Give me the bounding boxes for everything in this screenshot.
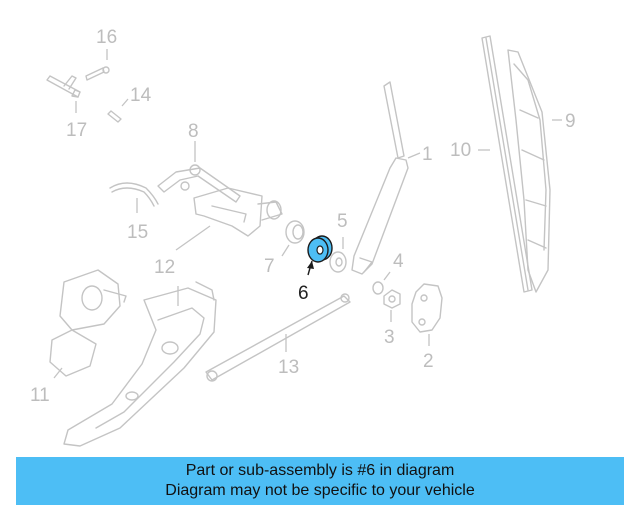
callout-4: 4 bbox=[393, 251, 404, 272]
part-3-nut bbox=[383, 289, 401, 322]
part-4-washer bbox=[372, 271, 391, 295]
part-7-washer bbox=[281, 220, 305, 257]
part-15-hose bbox=[109, 182, 159, 213]
part-8-linkage bbox=[157, 141, 241, 203]
callout-17: 17 bbox=[66, 120, 87, 141]
banner-line-1: Part or sub-assembly is #6 in diagram bbox=[185, 462, 455, 479]
callout-1: 1 bbox=[422, 144, 433, 165]
parts-diagram: 16 17 14 15 8 7 bbox=[30, 27, 576, 447]
callout-10: 10 bbox=[450, 140, 471, 161]
part-14-clip bbox=[107, 98, 129, 123]
callout-12: 12 bbox=[154, 257, 175, 278]
part-5-nut bbox=[329, 237, 347, 273]
callout-2: 2 bbox=[423, 351, 434, 372]
callout-3: 3 bbox=[384, 327, 395, 348]
callout-11: 11 bbox=[30, 385, 50, 406]
part-17-t-bolt bbox=[46, 75, 81, 113]
callout-8: 8 bbox=[188, 121, 199, 142]
part-2-cap bbox=[411, 283, 443, 346]
part-1-wiper-arm bbox=[351, 81, 421, 275]
part-11-wiper-motor bbox=[49, 269, 127, 379]
callout-6: 6 bbox=[298, 283, 309, 304]
part-13-linkage-rod bbox=[205, 293, 351, 382]
part-12-bracket bbox=[175, 187, 283, 251]
part-16-pin bbox=[85, 49, 110, 81]
callout-9: 9 bbox=[565, 111, 576, 132]
callout-16: 16 bbox=[96, 27, 117, 48]
banner-line-2: Diagram may not be specific to your vehi… bbox=[165, 482, 475, 499]
info-banner: Part or sub-assembly is #6 in diagram Di… bbox=[16, 457, 624, 505]
callout-7: 7 bbox=[264, 256, 275, 277]
part-10-wiper-blade bbox=[478, 35, 533, 293]
part-9-blade-frame bbox=[507, 49, 562, 293]
callout-13: 13 bbox=[278, 357, 299, 378]
callout-14: 14 bbox=[130, 85, 152, 106]
callout-15: 15 bbox=[127, 222, 148, 243]
part-12-lower-bracket bbox=[63, 281, 217, 447]
part-6-seal[interactable] bbox=[307, 235, 333, 276]
callout-5: 5 bbox=[337, 211, 348, 232]
